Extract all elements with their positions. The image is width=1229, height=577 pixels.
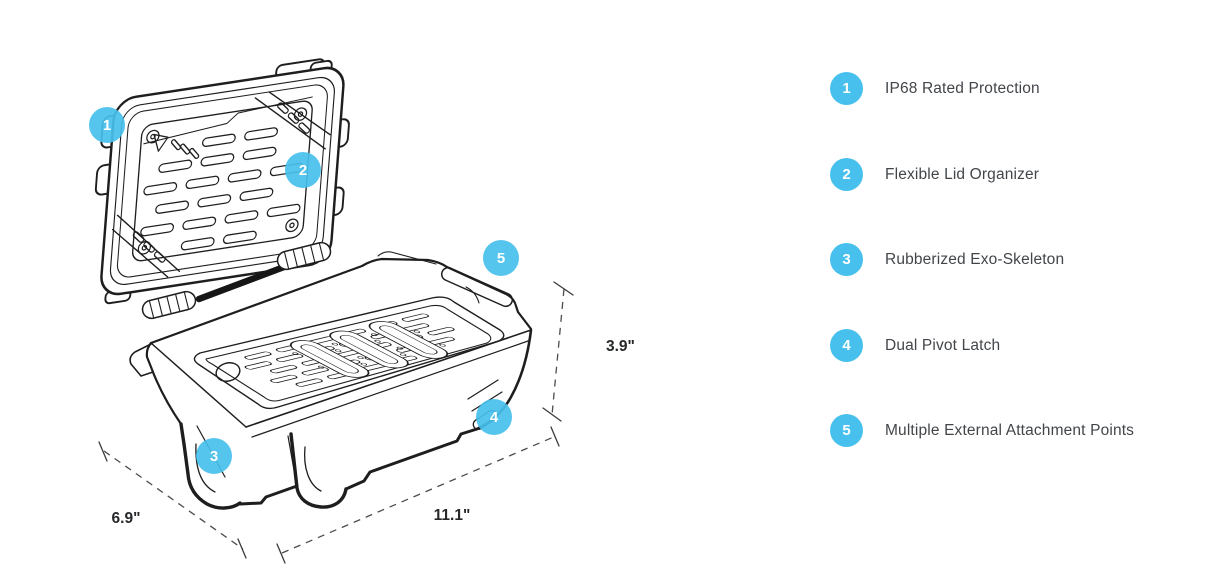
hinge-ribs-left [141, 290, 197, 320]
lid-corner-braces [111, 91, 331, 278]
legend-item-3: 3 Rubberized Exo-Skeleton [830, 243, 1064, 276]
callout-marker-3: 3 [196, 438, 232, 474]
legend-bullet-4: 4 [830, 329, 863, 362]
case-base [129, 251, 533, 510]
legend-bullet-3: 3 [830, 243, 863, 276]
tray-finger-hole [215, 362, 241, 382]
hinge-gap-shadow [195, 263, 288, 303]
lid-outline [100, 66, 345, 296]
legend-label-1: IP68 Rated Protection [885, 79, 1040, 97]
lid-corner-hole [153, 133, 169, 152]
dimension-width-label: 6.9" [112, 510, 141, 527]
dimension-length: 11.1" [276, 426, 560, 564]
dimension-height-label: 3.9" [606, 338, 635, 355]
legend-bullet-2: 2 [830, 158, 863, 191]
legend-item-4: 4 Dual Pivot Latch [830, 329, 1000, 362]
open-case-line-drawing: 6.9" 11.1" 3.9" [94, 58, 635, 564]
dimension-length-label: 11.1" [434, 507, 471, 524]
legend-item-5: 5 Multiple External Attachment Points [830, 414, 1134, 447]
dimension-height: 3.9" [542, 281, 635, 422]
legend-label-5: Multiple External Attachment Points [885, 421, 1135, 439]
callout-marker-2: 2 [285, 152, 321, 188]
callout-marker-4: 4 [476, 399, 512, 435]
hinge-ribs-right [276, 241, 332, 271]
legend-label-2: Flexible Lid Organizer [885, 165, 1040, 183]
legend-label-3: Rubberized Exo-Skeleton [885, 250, 1065, 268]
legend-bullet-5: 5 [830, 414, 863, 447]
callout-marker-1: 1 [89, 107, 125, 143]
callout-marker-5: 5 [483, 240, 519, 276]
case-lid [94, 58, 350, 305]
lid-organizer-straps [289, 321, 449, 378]
dimension-width: 6.9" [98, 441, 247, 559]
legend-item-2: 2 Flexible Lid Organizer [830, 158, 1039, 191]
legend-label-4: Dual Pivot Latch [885, 336, 1001, 354]
legend-item-1: 1 IP68 Rated Protection [830, 72, 1040, 105]
legend-bullet-1: 1 [830, 72, 863, 105]
